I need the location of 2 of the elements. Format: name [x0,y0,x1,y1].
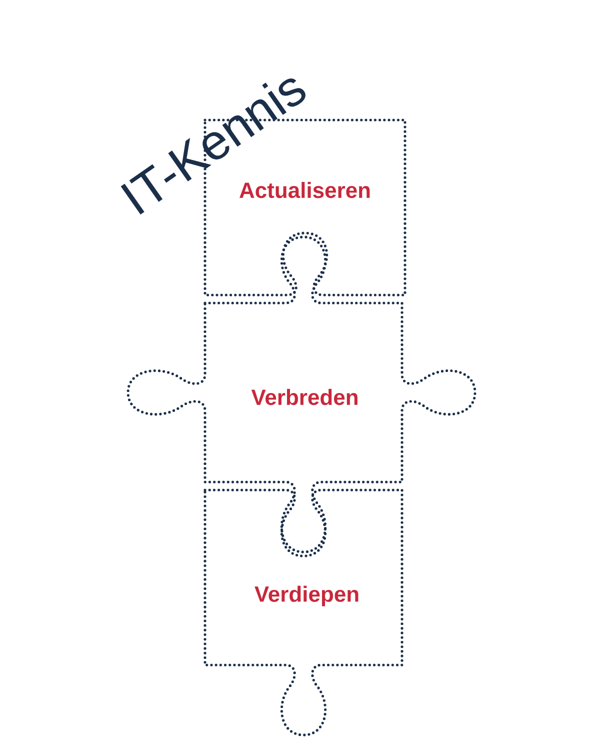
puzzle-piece: Verdiepen [204,488,404,736]
puzzle-piece: Verbreden [126,236,476,554]
